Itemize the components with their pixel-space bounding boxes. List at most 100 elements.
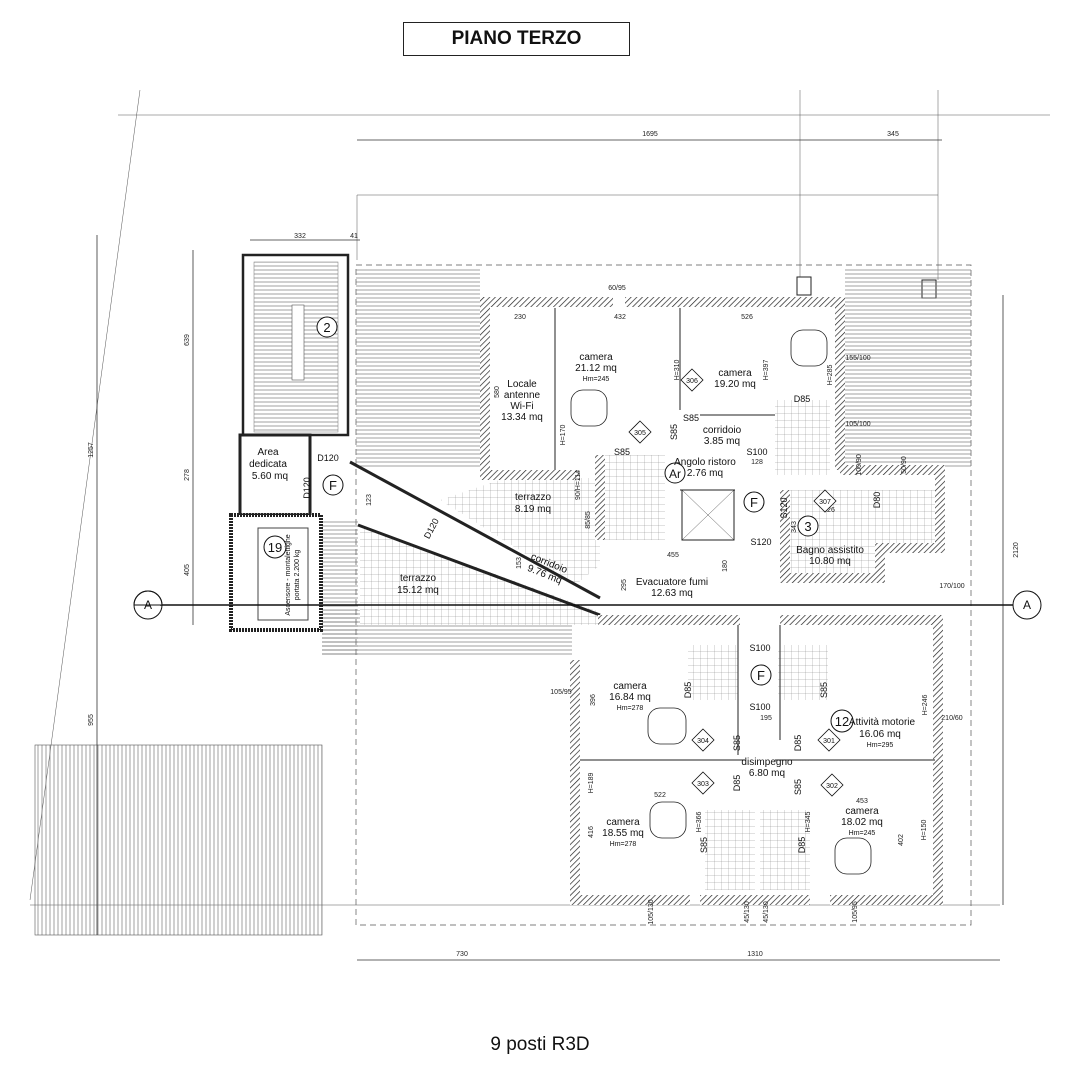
room-camera-1-hm: Hm=245 [583,376,610,383]
height-189: H=189 [588,772,595,793]
height-397: H=397 [763,359,770,380]
room-camera-3-name: camera [613,681,647,692]
room-bagno-area: 10.80 mq [809,556,851,567]
marker-fire-2: F [750,495,758,510]
wheelchair-bed-symbols [570,329,872,875]
room-camera-2-name: camera [718,368,752,379]
dim-bottom-730: 730 [456,951,468,958]
plan-title: PIANO TERZO [403,22,630,56]
room-terrazzo-1-area: 8.19 mq [515,504,551,515]
marker-stair: 2 [323,320,330,335]
opening-210-60: 210/60 [941,715,963,722]
door-s120-b: S120 [750,537,771,547]
opening-45-130-b: 45/130 [763,901,770,923]
room-terrazzo-1-name: terrazzo [515,492,552,503]
dimension-lines [96,139,1004,961]
marker-gym: 12 [835,714,849,729]
door-d120-c: D120 [422,517,441,541]
room-camera-5-hm: Hm=245 [849,830,876,837]
lift-label-1: Ascensore - montalettighe [285,534,292,615]
room-attivita-name: Attività motorie [849,717,916,728]
dim-402: 402 [898,834,905,846]
walls [480,297,945,905]
room-corridoio-area: 3.85 mq [704,436,740,447]
dim-right-2120: 2120 [1013,542,1020,558]
door-d85-b: D85 [683,682,693,699]
dim-153: 153 [516,557,523,569]
marker-fire-3: F [757,668,765,683]
room-locale-name3: Wi-Fi [510,401,533,412]
dim-top-1695: 1695 [642,131,658,138]
dim-326: 326 [823,507,835,514]
section-marker-right: A [1023,598,1031,612]
opening-155-100: 155/100 [845,355,870,362]
room-area-dedicata-name1: Area [257,447,279,458]
room-area-dedicata-area: 5.60 mq [252,471,288,482]
height-366: H=366 [696,811,703,832]
room-bagno-name: Bagno assistito [796,545,864,556]
dim-left-1257: 1257 [88,442,95,458]
opening-90: 90/H=114 [575,470,582,500]
room-corridoio-name: corridoio [703,425,742,436]
opening-170-100: 170/100 [939,583,964,590]
door-d80: D80 [872,492,882,509]
height-170: H=170 [560,424,567,445]
dim-180: 180 [722,560,729,572]
room-camera-3-hm: Hm=278 [617,705,644,712]
room-camera-4-area: 18.55 mq [602,828,644,839]
door-d120-a: D120 [317,453,339,463]
dim-bottom-1310: 1310 [747,951,763,958]
door-s100-b: S100 [749,643,770,653]
dim-580: 580 [494,386,501,398]
door-s85-f: S85 [793,779,803,795]
dim-522: 522 [654,792,666,799]
neighbour-roof [34,744,323,936]
room-camera-4-hm: Hm=278 [610,841,637,848]
marker-fire-1: F [329,478,337,493]
opening-85-85: 85/85 [585,511,592,529]
dim-453: 453 [856,798,868,805]
room-number-302: 302 [826,783,838,790]
lift-label-2: portata 2.200 kg [294,550,301,601]
room-disimpegno-area: 6.80 mq [749,768,785,779]
terrace-8-19 [440,478,600,585]
room-number-diamonds [628,368,844,797]
room-locale-name2: antenne [504,390,541,401]
room-number-303: 303 [697,781,709,788]
room-number-306: 306 [686,378,698,385]
marker-lift: 19 [268,540,282,555]
room-area-dedicata-name2: dedicata [249,459,287,470]
room-camera-4-name: camera [606,817,640,828]
room-locale-name1: Locale [507,379,537,390]
opening-105-95-left: 105/95 [550,689,572,696]
roof-terrace-left [356,268,480,468]
opening-105-100: 105/100 [845,421,870,428]
room-camera-5-area: 18.02 mq [841,817,883,828]
opening-105-95-bottom: 105/95 [852,901,859,923]
room-disimpegno-name: disimpegno [741,757,793,768]
opening-100-90: 100/90 [856,454,863,476]
section-line-a-a [133,590,1042,620]
diagonal-corridor [349,460,601,617]
marker-ristoro: Ar [669,467,681,481]
marker-circles [263,316,854,733]
dim-left-405: 405 [184,564,191,576]
room-evacuatore-area: 12.63 mq [651,588,693,599]
door-s85-c: S85 [614,447,630,457]
height-150: H=150 [921,819,928,840]
room-ristoro-area: 2.76 mq [687,468,723,479]
door-s85-a: S85 [683,413,699,423]
room-number-307: 307 [819,499,831,506]
height-345: H=345 [805,811,812,832]
dim-left-639: 639 [184,334,191,346]
door-s85-d: S85 [819,682,829,698]
roof-terrace-right [845,268,971,468]
dim-432: 432 [614,314,626,321]
door-d85-d: D85 [732,775,742,792]
room-camera-5-name: camera [845,806,879,817]
room-terrazzo-2-area: 15.12 mq [397,585,439,596]
room-ristoro-name: Angolo ristoro [674,457,736,468]
room-attivita-area: 16.06 mq [859,729,901,740]
dim-left-278: 278 [184,469,191,481]
